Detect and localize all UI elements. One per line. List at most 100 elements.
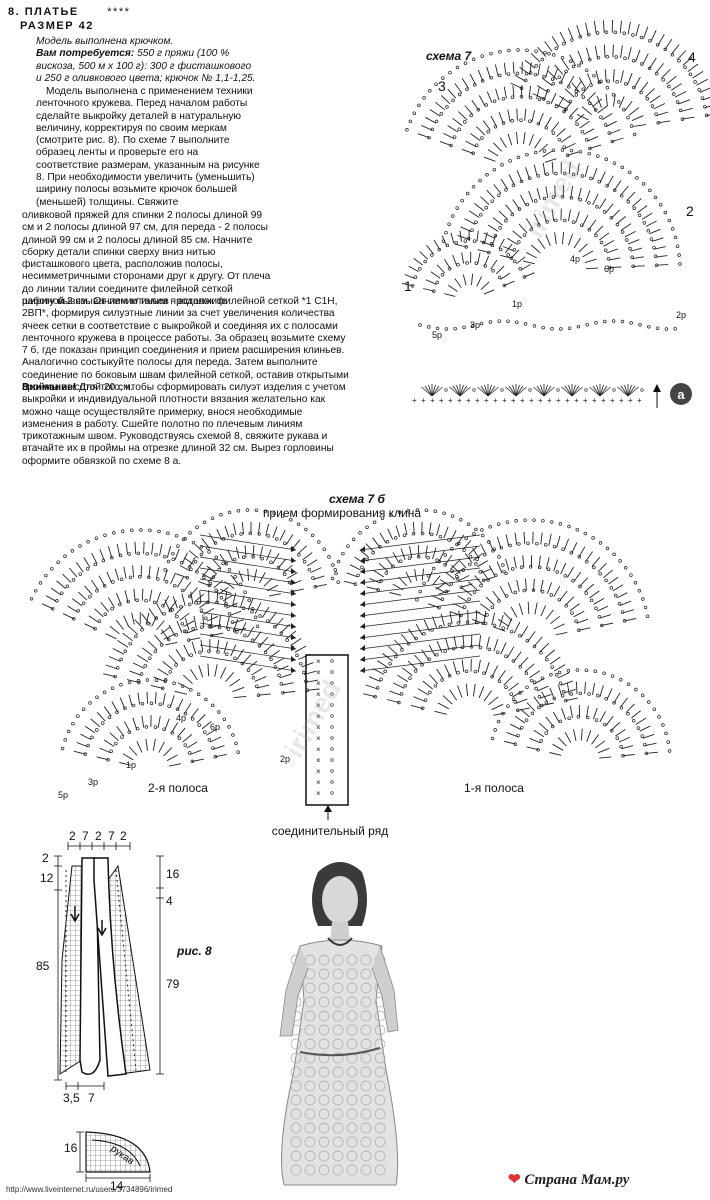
join-marks: ××××××××××××× — [316, 657, 334, 798]
s7b-row-4: 4р — [176, 713, 186, 723]
svg-text:+: + — [619, 396, 624, 405]
sleeve-shape — [85, 1131, 151, 1173]
scheme7-row-2: 2р — [676, 310, 686, 320]
scheme7b-title: схема 7 б — [329, 492, 385, 506]
svg-text:+: + — [610, 396, 615, 405]
scheme7-title: схема 7 — [426, 49, 472, 63]
svg-text:×: × — [316, 734, 321, 743]
dim-top-0: 2 — [69, 829, 76, 843]
dim-right-1: 4 — [166, 894, 173, 908]
svg-text:+: + — [601, 396, 606, 405]
edging-strip: ++++++++++++++++++++++++++ — [412, 384, 644, 405]
face — [322, 876, 358, 924]
dim-bottom-1: 7 — [88, 1091, 95, 1105]
logo-suffix: .ру — [611, 1172, 630, 1188]
join-column — [305, 654, 349, 806]
svg-text:+: + — [520, 396, 525, 405]
dim-left-0: 2 — [42, 851, 49, 865]
scheme7-row-3: 3р — [470, 320, 480, 330]
item-label: 8. ПЛАТЬЕ — [8, 6, 79, 18]
svg-text:+: + — [421, 396, 426, 405]
scheme7-num-4: 4 — [688, 49, 696, 65]
dim-left-1: 12 — [40, 871, 54, 885]
svg-text:×: × — [316, 701, 321, 710]
dim-bottom-0: 3,5 — [63, 1091, 80, 1105]
scheme7-row-1: 1р — [512, 299, 522, 309]
svg-text:+: + — [628, 396, 633, 405]
size-label: РАЗМЕР 42 — [20, 20, 94, 32]
svg-text:+: + — [637, 396, 642, 405]
scheme7-row-6: 6р — [604, 264, 614, 274]
svg-text:+: + — [412, 396, 417, 405]
scheme7-num-3: 3 — [438, 78, 446, 94]
scheme7b-subtitle: прием формирования клина — [263, 506, 421, 520]
svg-text:×: × — [316, 657, 321, 666]
scheme7b-fans — [29, 508, 672, 767]
attention-block: Внимание! Для того, чтобы сформировать с… — [22, 382, 352, 468]
s7b-row-3: 3р — [88, 777, 98, 787]
attention-label: Внимание! — [22, 382, 77, 393]
svg-text:×: × — [316, 756, 321, 765]
svg-text:+: + — [547, 396, 552, 405]
edge-label: а — [677, 387, 685, 402]
strip-1-label: 1-я полоса — [464, 781, 524, 795]
sleeve-width: 14 — [110, 1179, 124, 1193]
svg-text:+: + — [574, 396, 579, 405]
svg-text:+: + — [592, 396, 597, 405]
svg-text:+: + — [538, 396, 543, 405]
figure-label: рис. 8 — [176, 944, 212, 958]
attention-text: Для того, чтобы сформировать силуэт изде… — [22, 382, 346, 467]
scheme7-row-4: 4р — [570, 254, 580, 264]
paragraph-3: работу вывязыванием клиньев - вставок фи… — [22, 296, 349, 394]
s7b-row-6: 6р — [210, 722, 220, 732]
dim-top-3: 7 — [108, 829, 115, 843]
left-arm — [279, 945, 309, 1037]
strip-2-label: 2-я полоса — [148, 781, 208, 795]
dim-top-1: 7 — [82, 829, 89, 843]
svg-text:×: × — [316, 767, 321, 776]
svg-text:×: × — [316, 778, 321, 787]
scheme7-row-5: 5р — [432, 330, 442, 340]
svg-text:×: × — [316, 668, 321, 677]
svg-text:+: + — [466, 396, 471, 405]
join-row-label: соединительный ряд — [272, 824, 388, 838]
dim-top-4: 2 — [120, 829, 127, 843]
svg-text:+: + — [448, 396, 453, 405]
svg-text:+: + — [556, 396, 561, 405]
site-logo: ❤ Страна Мам.ру — [508, 1170, 629, 1189]
svg-text:×: × — [316, 789, 321, 798]
need-text: 550 г пряжи (100 % вискоза, 500 м х 100 … — [36, 48, 256, 84]
logo-heart-icon: ❤ — [508, 1172, 521, 1188]
svg-text:+: + — [529, 396, 534, 405]
dim-right-2: 79 — [166, 977, 180, 991]
svg-text:+: + — [430, 396, 435, 405]
right-arm — [371, 945, 399, 1033]
made-text: Модель выполнена крючком. — [36, 36, 174, 47]
svg-text:+: + — [583, 396, 588, 405]
model-photo — [260, 855, 400, 1186]
svg-text:+: + — [475, 396, 480, 405]
watermark-1: irimed — [518, 155, 587, 243]
svg-text:+: + — [439, 396, 444, 405]
scheme7-num-2: 2 — [686, 203, 694, 219]
scheme7-fans — [401, 19, 710, 331]
need-label: Вам потребуется: — [36, 48, 135, 60]
s7b-row-2: 2р — [280, 754, 290, 764]
paragraph-2: оливковой пряжей для спинки 2 полосы дли… — [22, 210, 271, 308]
intro-block: Модель выполнена крючком. Вам потребуетс… — [36, 36, 258, 85]
svg-text:×: × — [316, 679, 321, 688]
header-title: 8. ПЛАТЬЕ **** — [8, 6, 130, 18]
svg-text:×: × — [316, 712, 321, 721]
dim-top-2: 2 — [95, 829, 102, 843]
svg-text:×: × — [316, 690, 321, 699]
svg-text:+: + — [484, 396, 489, 405]
watermark-2: irimed — [278, 675, 347, 763]
stars: **** — [107, 6, 131, 18]
dim-right-0: 16 — [166, 867, 180, 881]
source-url: http://www.liveinternet.ru/users/3734896… — [6, 1185, 173, 1194]
svg-text:×: × — [316, 745, 321, 754]
svg-text:+: + — [502, 396, 507, 405]
logo-text: Страна Мам — [524, 1172, 612, 1188]
paragraph-1: Модель выполнена с применением техники л… — [36, 86, 260, 208]
